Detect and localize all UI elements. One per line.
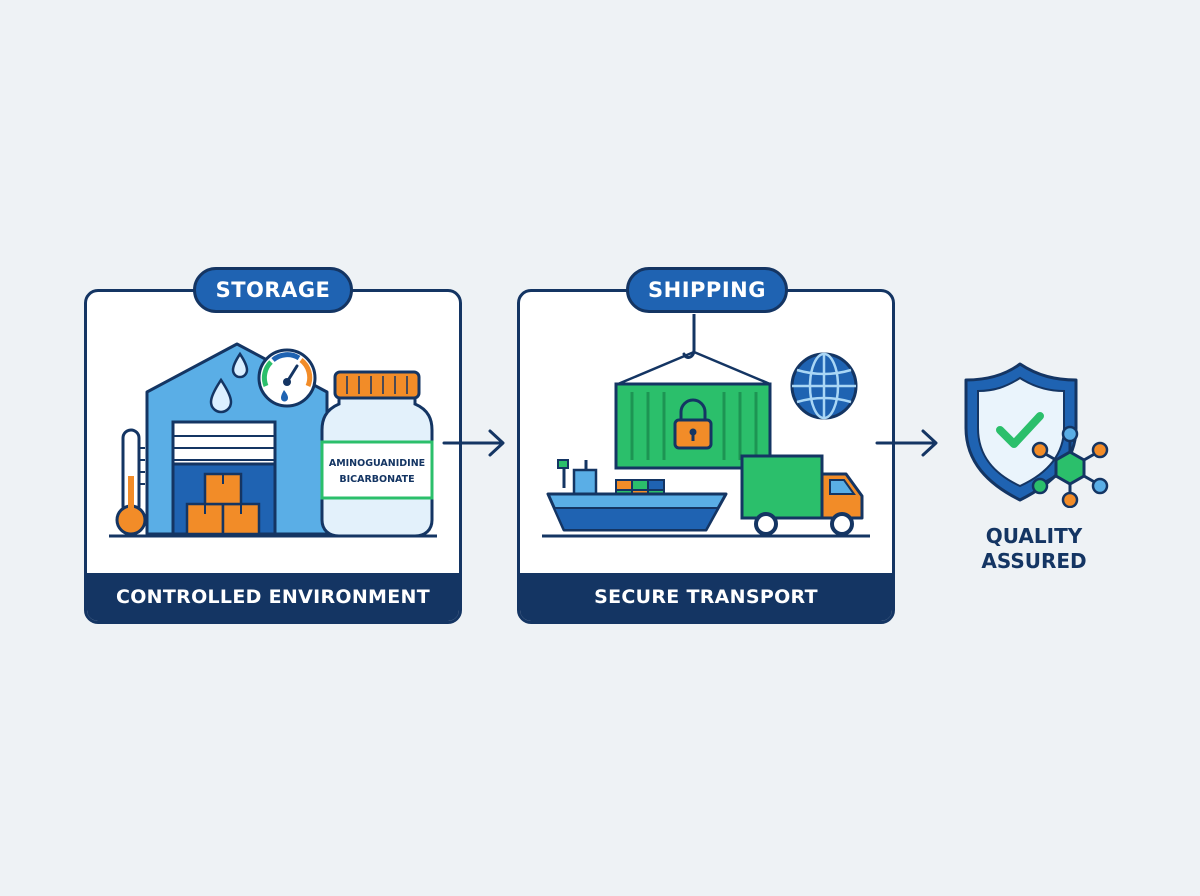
shipping-illustration: [542, 314, 870, 538]
water-drops-icon: [209, 351, 249, 414]
quality-badge: [964, 362, 1109, 508]
boxes-icon: [185, 472, 261, 536]
storage-caption: CONTROLLED ENVIRONMENT: [87, 573, 459, 621]
chemical-jar-icon: AMINOGUANIDINE BICARBONATE: [320, 370, 434, 538]
shipping-caption: SECURE TRANSPORT: [520, 573, 892, 621]
storage-illustration: AMINOGUANIDINE BICARBONATE: [109, 342, 437, 538]
arrow-right-icon: [442, 429, 505, 457]
quality-assured-label: QUALITY ASSURED: [960, 524, 1108, 574]
globe-icon: [790, 352, 858, 420]
thermometer-icon: [115, 428, 147, 536]
jar-label-line2: BICARBONATE: [339, 474, 414, 485]
jar-label-line1: AMINOGUANIDINE: [329, 458, 425, 469]
quality-label-line1: QUALITY: [985, 524, 1083, 548]
shipping-container-icon: [614, 382, 772, 470]
storage-card: AMINOGUANIDINE BICARBONATE CONTROLLED EN…: [84, 289, 462, 624]
shipping-card: SECURE TRANSPORT: [517, 289, 895, 624]
delivery-truck-icon: [740, 454, 864, 536]
shipping-title: SHIPPING: [626, 267, 788, 313]
quality-label-line2: ASSURED: [981, 549, 1087, 573]
arrow-right-icon: [875, 429, 938, 457]
molecule-icon: [1031, 425, 1109, 508]
padlock-icon: [673, 398, 713, 450]
storage-title: STORAGE: [193, 267, 353, 313]
cargo-ship-icon: [546, 459, 728, 532]
gauge-icon: [257, 348, 317, 408]
shield-check-icon: [964, 362, 1078, 502]
crane-hook-icon: [617, 314, 771, 386]
